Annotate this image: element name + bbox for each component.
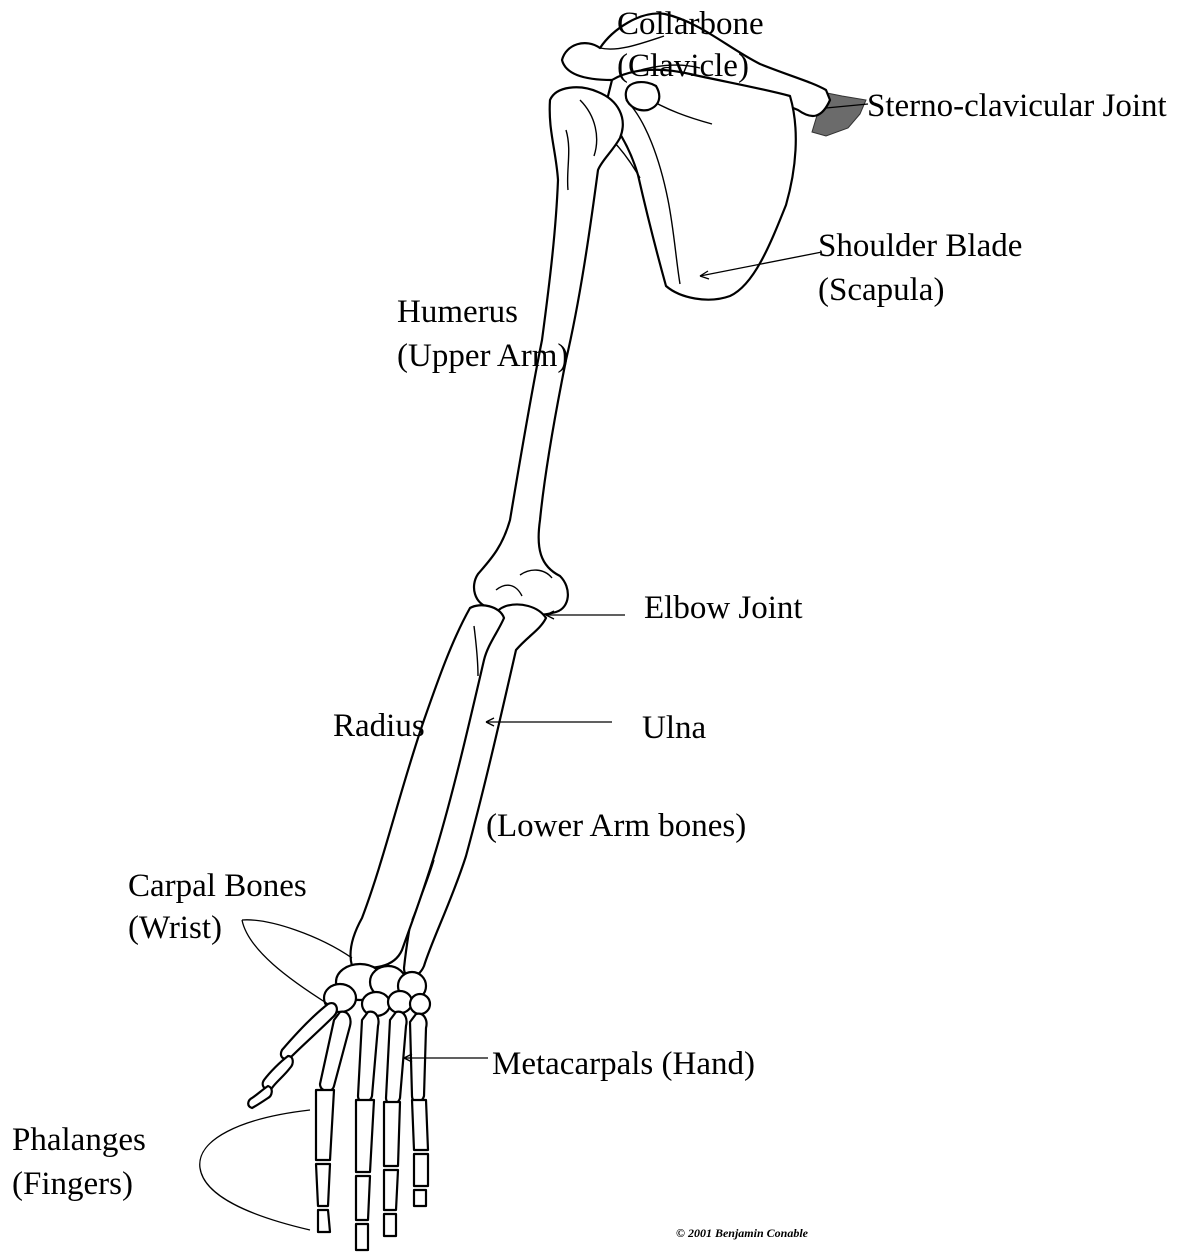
wrist-label: (Wrist) <box>128 908 222 948</box>
fingers-label: (Fingers) <box>12 1164 133 1204</box>
carpal-bones-group <box>324 964 430 1016</box>
copyright-credit: © 2001 Benjamin Conable <box>676 1226 808 1241</box>
upper-arm-label: (Upper Arm) <box>397 336 568 376</box>
metacarpals-label: Metacarpals (Hand) <box>492 1044 755 1084</box>
phalanges-label: Phalanges <box>12 1120 146 1160</box>
scapula-label: (Scapula) <box>818 270 944 310</box>
elbow-joint-label: Elbow Joint <box>644 588 803 628</box>
shoulder-blade-label: Shoulder Blade <box>818 226 1022 266</box>
coracoid-bone <box>626 82 659 110</box>
phalanges-group <box>316 1090 428 1250</box>
radius-label: Radius <box>333 706 425 746</box>
carpal-bones-label: Carpal Bones <box>128 866 307 906</box>
collarbone-label: Collarbone <box>617 4 764 44</box>
clavicle-label: (Clavicle) <box>617 46 749 86</box>
sterno-clavicular-joint-label: Sterno-clavicular Joint <box>867 86 1167 126</box>
ulna-label: Ulna <box>642 708 706 748</box>
lower-arm-bones-label: (Lower Arm bones) <box>486 806 746 846</box>
humerus-label: Humerus <box>397 292 518 332</box>
